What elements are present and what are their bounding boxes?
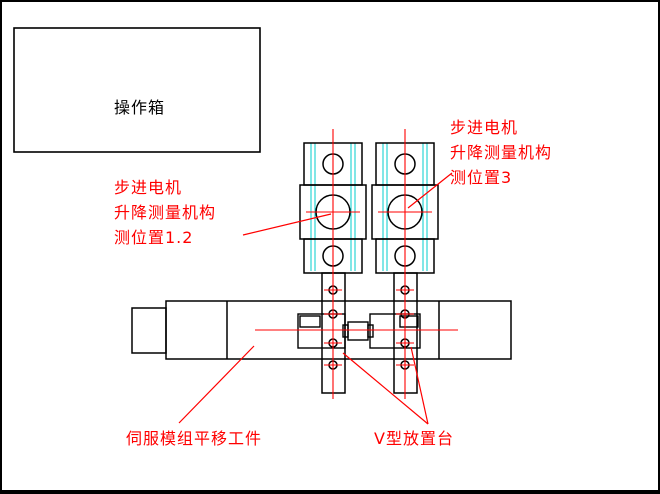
stepper-left-label: 步进电机 升降测量机构 测位置1.2 — [114, 175, 216, 250]
stepper-right-label-line2: 升降测量机构 — [450, 143, 553, 162]
leader-v-block-left — [342, 352, 429, 425]
servo-rail-assembly — [131, 300, 512, 360]
operation-box-outline — [13, 27, 261, 153]
v-block-label: V型放置台 — [374, 429, 454, 448]
workpiece-coupling — [347, 321, 369, 341]
guide-lines-left-unit — [310, 143, 356, 271]
stepper-left-label-line1: 步进电机 — [114, 178, 183, 197]
leader-servo-module — [178, 345, 255, 424]
stepper-right-label-line3: 测位置3 — [450, 168, 513, 187]
rail-body — [165, 300, 512, 360]
operation-box-label: 操作箱 — [114, 98, 166, 117]
leader-v-block-right — [410, 346, 429, 425]
stepper-left-label-line2: 升降测量机构 — [114, 203, 217, 222]
stepper-right-label-line1: 步进电机 — [450, 118, 519, 137]
leader-lines — [178, 172, 453, 425]
v-rest-blocks — [297, 313, 421, 349]
leader-stepper-right — [407, 172, 453, 209]
v-block-right — [369, 313, 421, 349]
guide-lines-right-unit — [382, 143, 428, 271]
stepper-left-label-line3: 测位置1.2 — [114, 228, 194, 247]
leader-stepper-left — [242, 213, 332, 236]
servo-module-label: 伺服模组平移工件 — [126, 429, 263, 448]
centerlines — [255, 129, 458, 399]
rail-left-cap — [131, 307, 167, 354]
stepper-right-label: 步进电机 升降测量机构 测位置3 — [450, 115, 552, 190]
v-block-left — [297, 313, 346, 349]
